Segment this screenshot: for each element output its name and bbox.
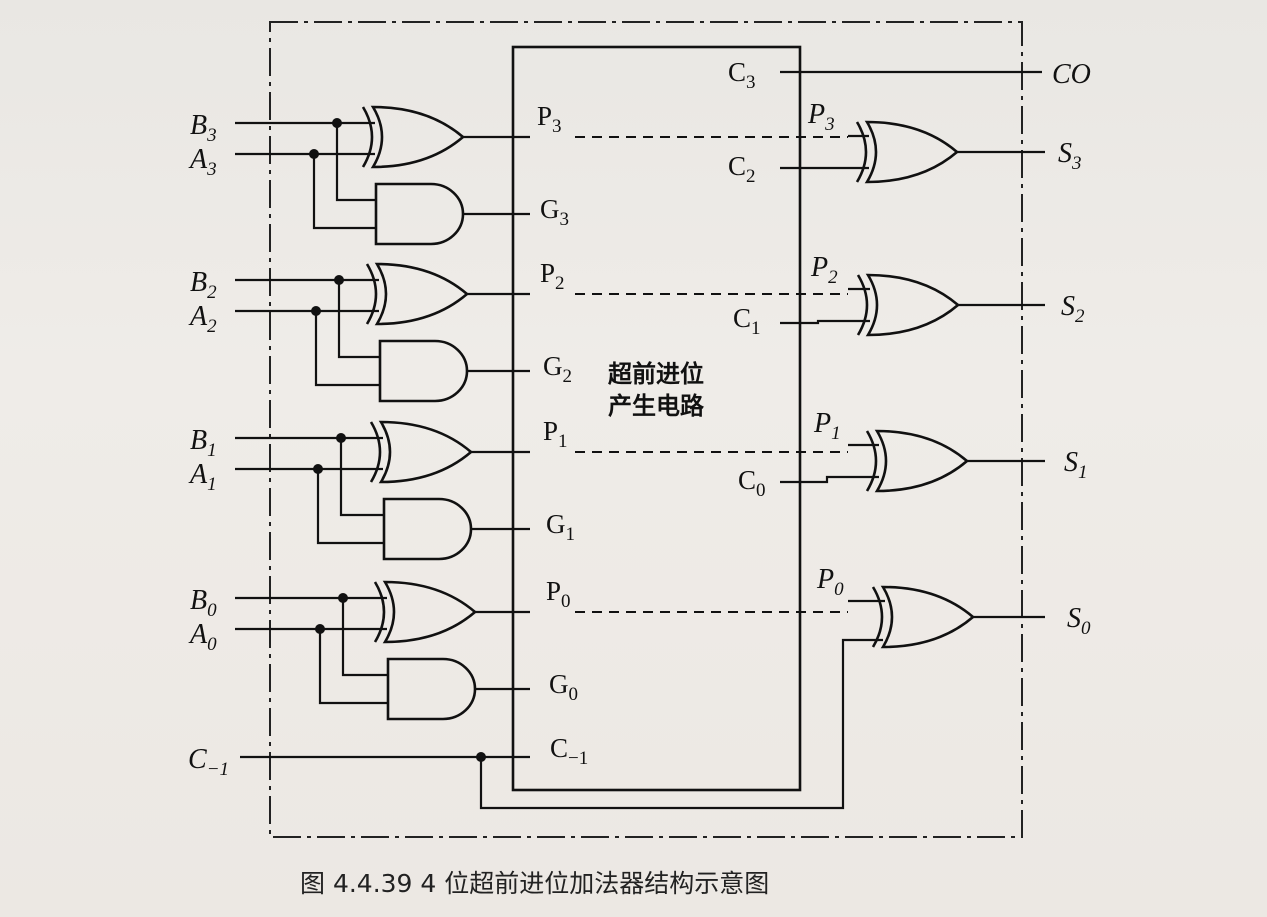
b-to-and-wire [341,598,388,677]
a-to-and-wire [318,629,388,705]
box-port-g: G2 [543,351,572,387]
box-port-g: G3 [540,194,569,230]
p-label: P3 [807,99,835,135]
sum-xor-gate-body [864,120,959,184]
b-to-and-wire [339,438,384,517]
sum-xor-gate-back [871,586,884,648]
box-port-p: P3 [537,101,562,137]
input-label-b: B1 [190,425,217,461]
xor-gate-body [382,580,477,644]
box-port-c: C2 [728,151,756,187]
sum-xor-gate-body [880,585,975,649]
box-port-p: P1 [543,416,568,452]
carry-to-sum-wire [780,319,870,325]
output-stage-2: S1 P1 [780,408,1088,493]
carry-to-sum-wire [780,475,879,484]
a-to-and-wire [316,469,384,545]
box-label-line2: 产生电路 [608,392,705,420]
input-label-b: B3 [190,110,217,146]
figure-caption: 图 4.4.39 4 位超前进位加法器结构示意图 [300,869,769,898]
input-label-b: B0 [190,585,217,621]
input-label-b: B2 [190,267,217,303]
xor-gate-back [361,106,374,168]
sum-xor-gate-back [855,121,868,183]
a-to-and-wire [314,311,380,387]
sum-xor-gate-body [865,273,960,337]
carry-in-label: C−1 [188,744,229,780]
b-to-and-wire [337,280,380,359]
sum-xor-gate-back [856,274,869,336]
box-port-cin: C−1 [550,733,588,769]
a-to-and-wire [312,154,376,230]
carry-in-to-s0-wire [479,638,883,810]
and-gate [374,182,465,246]
box-port-g: G0 [549,669,578,705]
p-label: P1 [813,408,841,444]
box-port-c: C3 [728,57,756,93]
and-gate [378,339,469,403]
carry-lookahead-box [511,45,802,792]
xor-gate-back [369,421,382,483]
p-label: P0 [816,564,844,600]
p-label: P2 [810,252,838,288]
box-port-p: P2 [540,258,565,294]
output-stage-0: S3 P3 [780,99,1082,184]
output-label-s: S2 [1061,291,1085,327]
b-to-and-wire [335,123,376,202]
output-label-s: S1 [1064,447,1088,483]
output-stage-3: S0 P0 [816,564,1091,649]
output-label-s: S0 [1067,603,1091,639]
input-label-a: A0 [188,619,217,655]
outer-frame [269,21,1023,838]
xor-gate-body [378,420,473,484]
sum-xor-gate-back [865,430,878,492]
input-label-a: A3 [188,144,217,180]
output-label-s: S3 [1058,138,1082,174]
and-gate [386,657,477,721]
xor-gate-back [373,581,386,643]
output-stage-1: S2 P2 [780,252,1085,337]
box-label-line1: 超前进位 [608,360,704,388]
and-gate [382,497,473,561]
box-port-c: C0 [738,465,766,501]
box-port-g: G1 [546,509,575,545]
box-port-c: C1 [733,303,761,339]
box-port-p: P0 [546,576,571,612]
output-label-co: CO [1052,59,1091,90]
input-label-a: A1 [188,459,217,495]
xor-gate-back [365,263,378,325]
xor-gate-body [374,262,469,326]
sum-xor-gate-body [874,429,969,493]
input-label-a: A2 [188,301,217,337]
xor-gate-body [370,105,465,169]
